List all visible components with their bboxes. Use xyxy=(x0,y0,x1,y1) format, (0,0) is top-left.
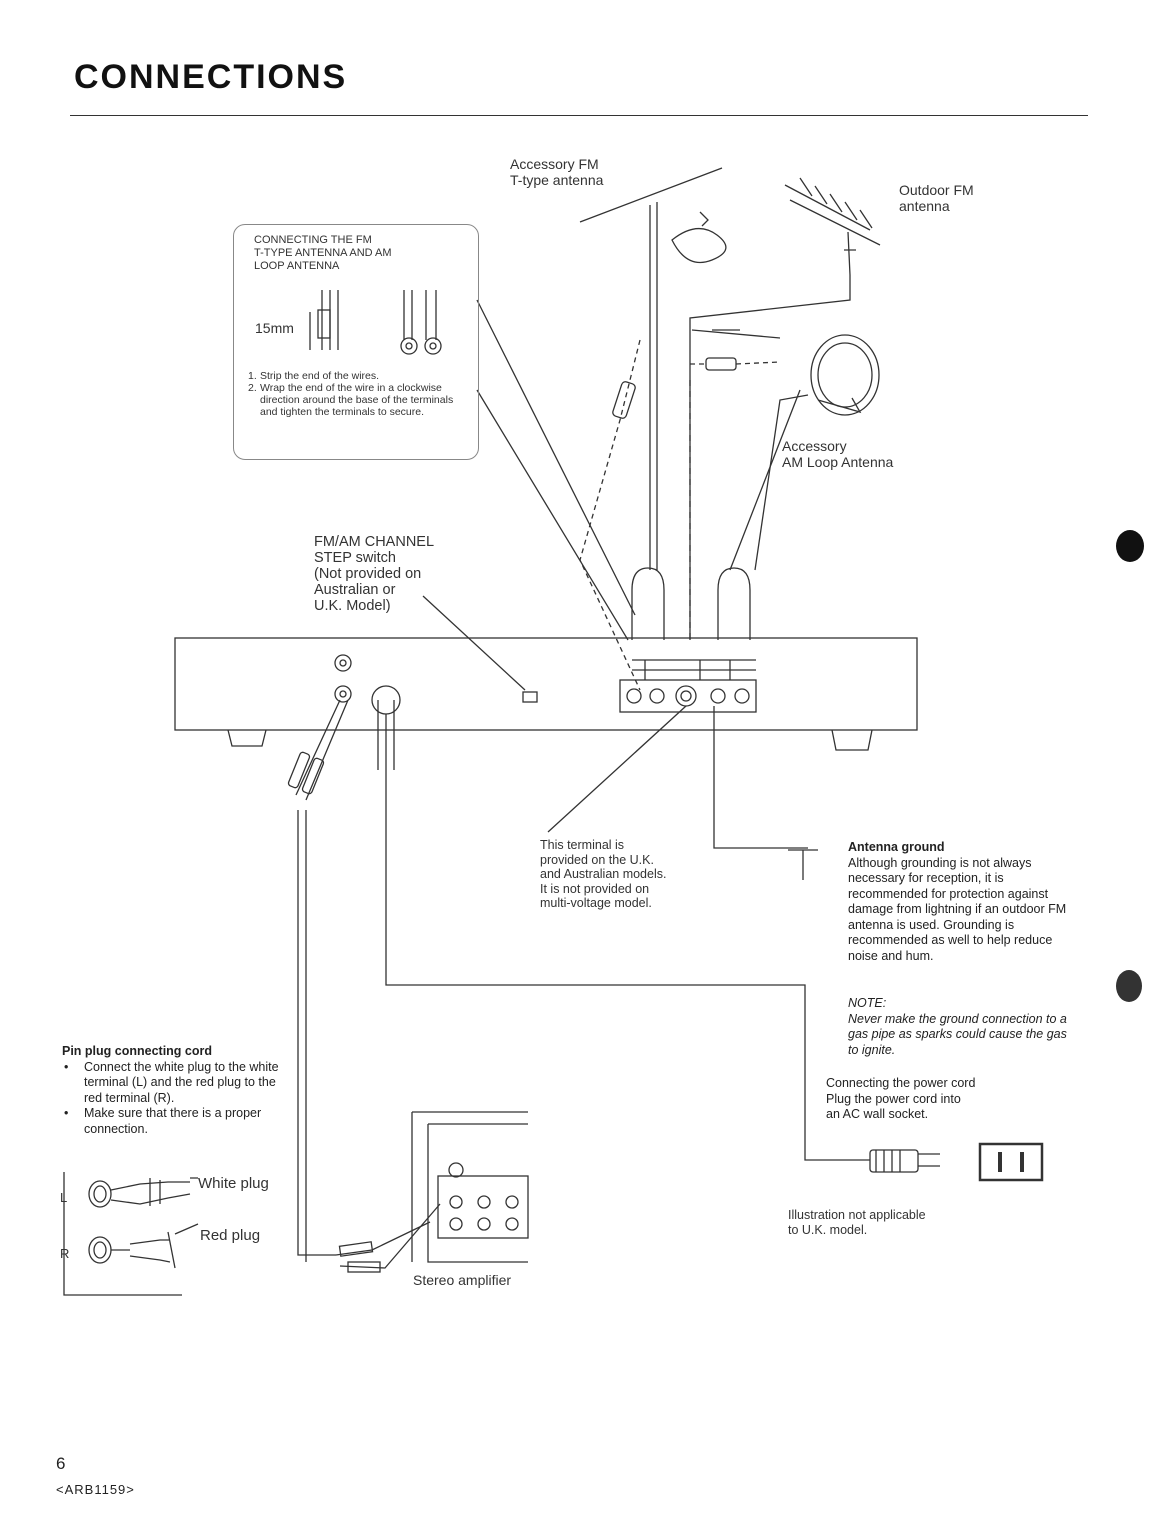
stereo-amplifier xyxy=(411,1111,528,1263)
step-number: 1. xyxy=(248,370,257,382)
wall-socket xyxy=(978,1142,1044,1182)
callout-title: CONNECTING THE FM T-TYPE ANTENNA AND AM … xyxy=(254,234,392,272)
antenna-ground-body: Although grounding is not always necessa… xyxy=(848,855,1067,963)
pin-plug-section: Pin plug connecting cord Connect the whi… xyxy=(62,1044,282,1137)
fm-coil xyxy=(671,211,727,264)
antenna-terminals xyxy=(626,685,750,707)
tuner-rear-panel xyxy=(174,637,918,731)
step-text: Strip the end of the wires. xyxy=(260,370,380,382)
fm-t-antenna-label: Accessory FM T-type antenna xyxy=(510,156,604,188)
uk-terminal-label: This terminal is provided on the U.K. an… xyxy=(540,838,667,910)
not-applicable-label: Illustration not applicable to U.K. mode… xyxy=(788,1208,926,1237)
power-cord-section: Connecting the power cord Plug the power… xyxy=(826,1076,1056,1123)
antenna-ground-heading: Antenna ground xyxy=(848,840,945,854)
stereo-amp-label: Stereo amplifier xyxy=(413,1272,512,1288)
step-switch-label: FM/AM CHANNEL STEP switch (Not provided … xyxy=(314,534,435,614)
strip-length-label: 15mm xyxy=(255,320,294,336)
pin-plug-heading: Pin plug connecting cord xyxy=(62,1044,212,1058)
am-loop-label: Accessory AM Loop Antenna xyxy=(782,438,894,470)
step-switch xyxy=(522,691,538,703)
wire-strip-illustration xyxy=(309,290,442,355)
page-number: 6 xyxy=(56,1454,66,1473)
power-heading: Connecting the power cord xyxy=(826,1076,976,1090)
binder-hole-mark xyxy=(1116,970,1142,1002)
title-rule xyxy=(70,115,1088,116)
power-body: Plug the power cord into an AC wall sock… xyxy=(826,1091,961,1122)
antenna-terminal-board xyxy=(619,679,757,713)
note-body: Never make the ground connection to a ga… xyxy=(848,1011,1067,1057)
page-title: CONNECTIONS xyxy=(74,58,348,96)
ground-note: NOTE: Never make the ground connection t… xyxy=(848,996,1078,1058)
white-plug-label: White plug xyxy=(198,1175,269,1192)
pin-plug-item: Make sure that there is a proper connect… xyxy=(62,1106,282,1137)
document-code: <ARB1159> xyxy=(56,1482,135,1497)
red-plug-label: Red plug xyxy=(200,1227,261,1244)
right-channel-label: R xyxy=(60,1246,70,1261)
note-label: NOTE: xyxy=(848,996,887,1010)
step-number: 2. xyxy=(248,382,257,394)
binder-hole-mark xyxy=(1116,530,1144,562)
callout-steps: 1.Strip the end of the wires. 2.Wrap the… xyxy=(248,370,463,418)
outdoor-fm-label: Outdoor FM antenna xyxy=(899,182,974,214)
left-channel-label: L xyxy=(60,1190,68,1205)
fm-plug xyxy=(612,381,636,419)
pin-plug-item: Connect the white plug to the white term… xyxy=(62,1060,282,1107)
step-text: Wrap the end of the wire in a clockwise … xyxy=(260,382,454,418)
power-plug xyxy=(869,1149,919,1173)
coax-plug xyxy=(705,357,737,371)
antenna-ground-section: Antenna ground Although grounding is not… xyxy=(848,840,1078,964)
am-loop-antenna xyxy=(729,334,880,571)
fm-t-antenna-wire xyxy=(579,167,723,223)
antenna-callout-box xyxy=(233,224,479,460)
